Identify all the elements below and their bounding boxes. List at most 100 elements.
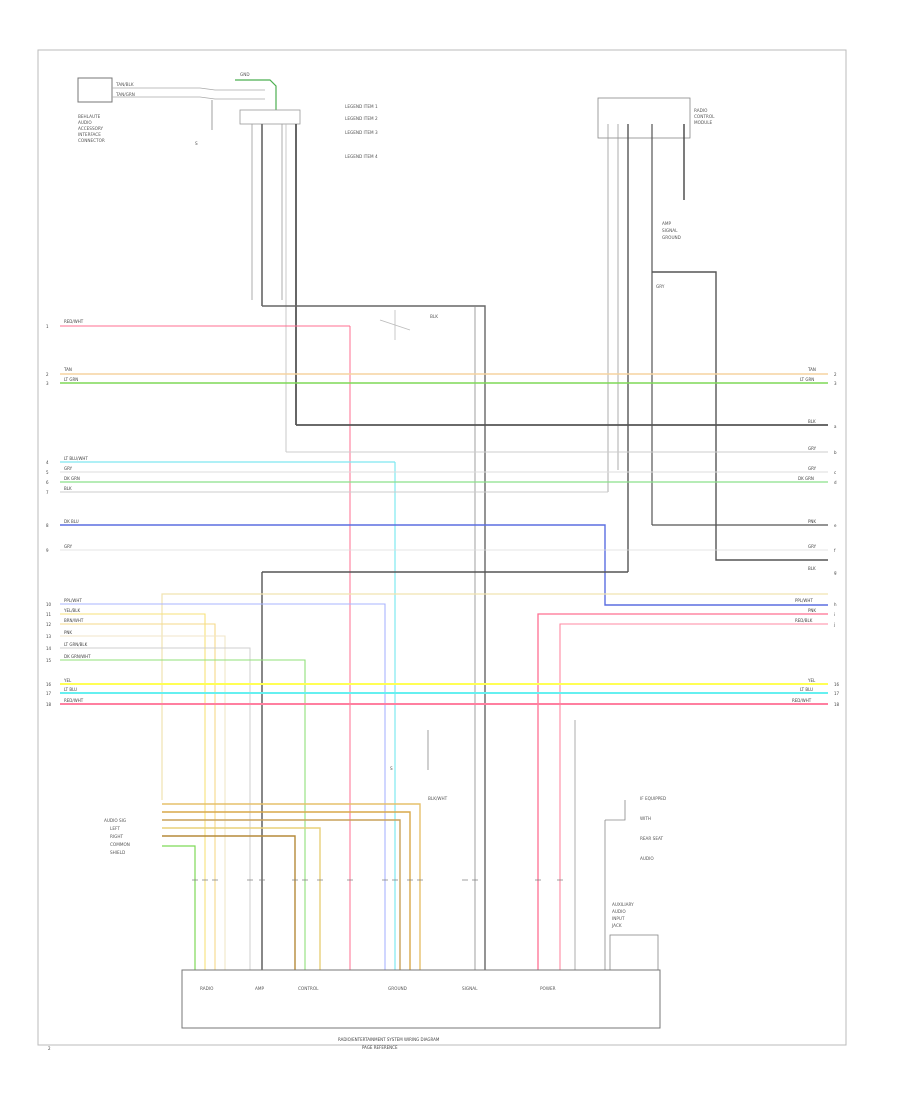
bottom-module-label-4: SIGNAL — [462, 986, 478, 991]
top-right-label-2: MODULE — [694, 120, 713, 125]
lower-right-block: AUXILIARY AUDIO INPUT JACK IF EQUIPPED W… — [609, 796, 666, 974]
bl-n-4: 5 — [46, 470, 49, 475]
bus-dk-grn-wht-15 — [60, 659, 306, 970]
audio-wire-6 — [162, 845, 196, 970]
center-bus-wire — [262, 305, 486, 970]
bottom-module-labels: RADIO AMP CONTROL GROUND SIGNAL POWER — [200, 986, 556, 991]
br-t-6: PNK — [808, 519, 816, 524]
bl-n-3: 4 — [46, 460, 49, 465]
bl-n-6: 7 — [46, 490, 49, 495]
br-n-13: 17 — [834, 691, 840, 696]
splice-label: S — [195, 141, 198, 146]
bus-pnk-right — [537, 613, 828, 970]
lower-right-note-0: IF EQUIPPED — [640, 796, 666, 801]
bus-yel-blk-11 — [60, 613, 206, 970]
lower-center-label-1: S — [390, 766, 393, 771]
bl-n-15: 16 — [46, 682, 52, 687]
bus-left-labels: 1 RED/WHT 2 TAN 3 LT GRN 4 LT BLU/WHT 5 … — [46, 319, 91, 707]
bl-n-10: 11 — [46, 612, 52, 617]
bl-n-9: 10 — [46, 602, 52, 607]
br-t-13: LT BLU — [800, 687, 813, 692]
bl-t-11: BRN/WHT — [64, 618, 84, 623]
bl-t-8: GRY — [64, 544, 73, 549]
bl-n-5: 6 — [46, 480, 49, 485]
bus-dk-blu-8 — [60, 524, 828, 606]
footer-line-0: RADIO/ENTERTAINMENT SYSTEM WIRING DIAGRA… — [338, 1037, 440, 1042]
bl-n-8: 9 — [46, 548, 49, 553]
bottom-module-label-0: RADIO — [200, 986, 214, 991]
br-t-7: GRY — [808, 544, 817, 549]
br-t-2: BLK — [808, 419, 816, 424]
br-n-7: f — [834, 548, 836, 553]
bus-red-blk-right — [559, 623, 828, 970]
bus-tan-right — [161, 593, 828, 800]
legend-item-0: LEGEND ITEM 1 — [345, 104, 378, 109]
lower-left-label-1: LEFT — [110, 826, 120, 831]
bus-ppl-wht-10 — [60, 603, 386, 970]
bus-brn-wht-12 — [60, 623, 216, 970]
top-left-module: BEHLAUTE AUDIO ACCESSORY INTERFACE CONNE… — [77, 77, 135, 143]
top-ground-label: GND — [240, 72, 250, 77]
footer-line-1: PAGE REFERENCE — [362, 1045, 398, 1050]
lower-right-note-1: WITH — [640, 816, 651, 821]
br-n-12: 16 — [834, 682, 840, 687]
br-n-5: d — [834, 480, 837, 485]
audio-wire-3 — [162, 819, 401, 970]
br-n-0: 2 — [834, 372, 837, 377]
bl-t-0: RED/WHT — [64, 319, 84, 324]
br-n-11: j — [833, 622, 835, 627]
top-left-label-2: ACCESSORY — [78, 126, 104, 131]
center-splice-sym — [379, 310, 411, 340]
br-n-6: e — [834, 523, 837, 528]
bl-t-2: LT GRN — [64, 377, 78, 382]
top-right-label-0: RADIO — [694, 108, 708, 113]
lower-right-block-2: INPUT — [612, 916, 625, 921]
lower-left-label-4: SHIELD — [110, 850, 125, 855]
lower-right-block-box — [609, 934, 659, 974]
lower-left-labels: AUDIO SIG LEFT RIGHT COMMON SHIELD — [104, 818, 130, 855]
top-left-wire-label-0: TAN/BLK — [115, 82, 134, 87]
br-t-4: GRY — [808, 466, 817, 471]
top-right-sub-1: SIGNAL — [662, 228, 678, 233]
bl-t-17: RED/WHT — [64, 698, 84, 703]
audio-wire-1 — [162, 803, 421, 970]
top-right-sub-2: GROUND — [662, 235, 681, 240]
bl-t-6: BLK — [64, 486, 72, 491]
br-t-12: YEL — [807, 678, 816, 683]
bl-t-9: PPL/WHT — [64, 598, 82, 603]
bl-t-10: YEL/BLK — [63, 608, 81, 613]
tr-ground-bus — [652, 271, 828, 561]
bottom-module-label-5: POWER — [540, 986, 556, 991]
top-left-module-box — [77, 77, 113, 103]
mid-right-label: GRY — [656, 284, 665, 289]
bl-t-15: YEL — [63, 678, 72, 683]
lower-right-block-1: AUDIO — [612, 909, 626, 914]
br-t-14: RED/WHT — [792, 698, 812, 703]
audio-wire-4 — [162, 827, 321, 970]
br-n-3: b — [834, 450, 837, 455]
lr-wire-2 — [605, 800, 626, 821]
audio-wire-5 — [162, 835, 296, 970]
lower-right-note-3: AUDIO — [640, 856, 654, 861]
lower-right-block-3: JACK — [611, 923, 622, 928]
bl-t-1: TAN — [63, 367, 72, 372]
br-t-0: TAN — [807, 367, 816, 372]
bl-n-7: 8 — [46, 523, 49, 528]
br-n-8: g — [834, 570, 837, 575]
br-t-3: GRY — [808, 446, 817, 451]
lower-left-label-0: AUDIO SIG — [104, 818, 126, 823]
bl-t-5: DK GRN — [64, 476, 80, 481]
br-n-9: h — [834, 602, 837, 607]
lower-left-label-3: COMMON — [110, 842, 130, 847]
bl-n-17: 18 — [46, 702, 52, 707]
bl-n-11: 12 — [46, 622, 52, 627]
top-left-label-1: AUDIO — [78, 120, 92, 125]
top-right-module: RADIO CONTROL MODULE AMP SIGNAL GROUND — [597, 97, 715, 240]
bl-n-2: 3 — [46, 381, 49, 386]
bus-lt-grn-blk-14 — [60, 647, 251, 970]
br-t-10: PNK — [808, 608, 816, 613]
top-right-sub-0: AMP — [662, 221, 671, 226]
lower-left-label-2: RIGHT — [110, 834, 124, 839]
